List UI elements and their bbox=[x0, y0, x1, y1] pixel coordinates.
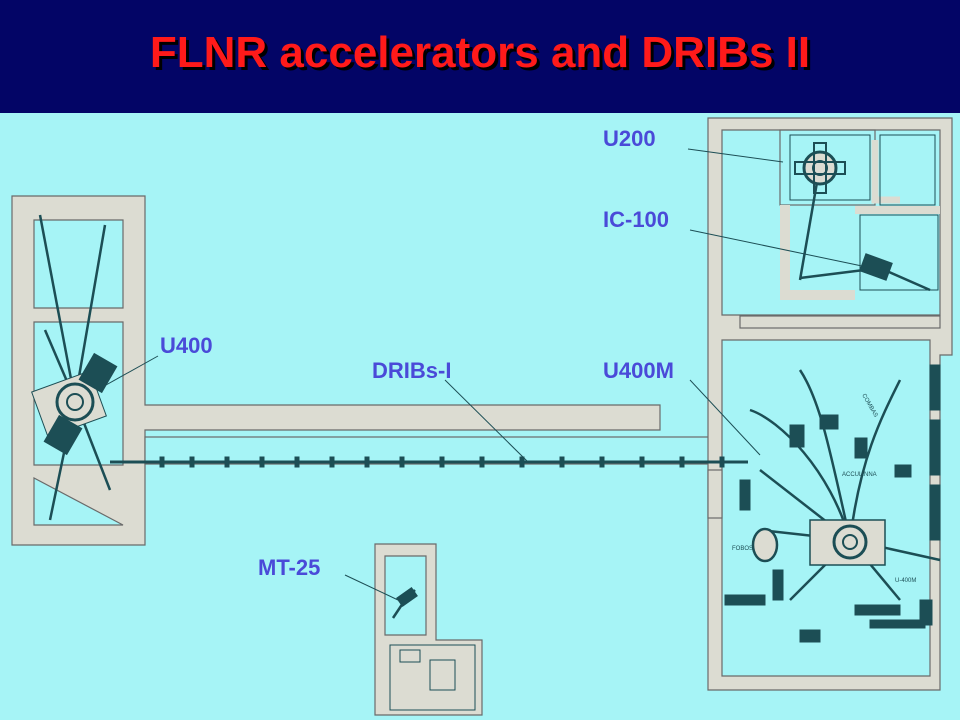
u400-cyclotron bbox=[31, 352, 118, 456]
label-u400m-small: U-400M bbox=[895, 578, 916, 584]
label-mt25: MT-25 bbox=[258, 555, 320, 580]
beamline-equipment bbox=[31, 142, 941, 643]
label-u400: U400 bbox=[160, 333, 213, 358]
ic100-cyclotron bbox=[859, 253, 893, 281]
title-bar: FLNR accelerators and DRIBs II bbox=[0, 0, 960, 113]
label-acculinna: ACCULINNA bbox=[842, 472, 877, 478]
label-u400m: U400M bbox=[603, 358, 674, 383]
u400m-cyclotron bbox=[809, 519, 886, 566]
slide-title: FLNR accelerators and DRIBs II bbox=[149, 28, 811, 77]
u200-cyclotron bbox=[794, 142, 846, 194]
mt25-microtron bbox=[396, 587, 418, 607]
beam-lines bbox=[38, 164, 941, 619]
label-dribs: DRIBs-I bbox=[372, 358, 451, 383]
fobos-chamber bbox=[751, 527, 779, 563]
label-fobos: FOBOS bbox=[732, 546, 753, 552]
leader-lines bbox=[105, 148, 863, 601]
label-ic100: IC-100 bbox=[603, 207, 669, 232]
label-combas: COMBAS bbox=[860, 393, 878, 419]
room-outlines bbox=[389, 134, 939, 711]
label-u200: U200 bbox=[603, 126, 656, 151]
machine-labels: U400 DRIBs-I U400M U200 IC-100 MT-25 bbox=[160, 126, 674, 580]
